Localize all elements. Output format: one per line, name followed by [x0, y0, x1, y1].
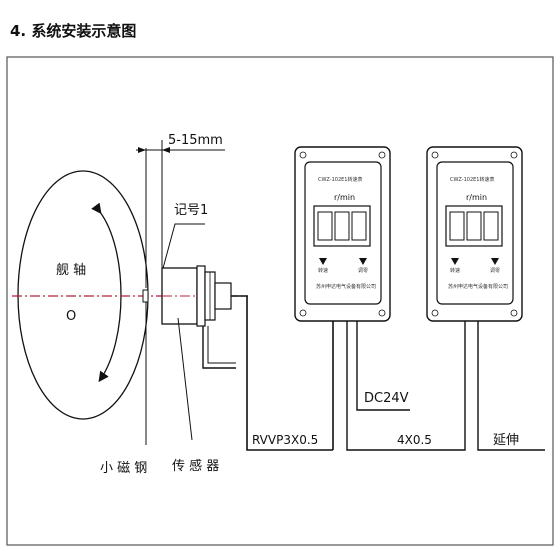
shaft-label: 舰 轴 — [56, 263, 86, 278]
link-cable-label: 4X0.5 — [397, 433, 432, 447]
diagram-title: 4. 系统安装示意图 — [10, 22, 136, 40]
meter-1-left-small: 转速 — [318, 267, 328, 274]
center-mark: O — [66, 309, 76, 324]
sensor-bracket — [202, 326, 236, 369]
sensor-cable — [231, 295, 333, 451]
magnet-label: 小 磁 钢 — [100, 461, 147, 476]
sensor-nut-1 — [196, 265, 206, 327]
sensor-leader — [177, 317, 193, 441]
meter-1-unit: r/min — [334, 193, 355, 202]
meter-1: CWZ-102E1转速表 r/min 转速 调零 苏州申达电气设备有限公司 — [294, 146, 391, 322]
rotation-arrow — [91, 202, 122, 383]
mark-label: 记号1 — [174, 203, 208, 218]
meter-2: CWZ-102E1转速表 r/min 转速 调零 苏州申达电气设备有限公司 — [426, 146, 523, 322]
mark-leader — [161, 223, 205, 273]
meter-2-right-small: 调零 — [490, 267, 500, 274]
shaft-circle — [17, 170, 149, 420]
sensor-tail — [214, 282, 232, 310]
gap-arrow-left — [138, 147, 146, 153]
cable-label: RVVP3X0.5 — [252, 433, 318, 447]
diagram-frame — [6, 56, 554, 546]
meter-2-unit: r/min — [466, 193, 487, 202]
extend-label: 延伸 — [493, 433, 519, 448]
meter-1-bottom-text: 苏州申达电气设备有限公司 — [316, 283, 376, 290]
power-label: DC24V — [364, 391, 409, 406]
meter-2-left-small: 转速 — [450, 267, 460, 274]
meter-1-right-small: 调零 — [358, 267, 368, 274]
meter-2-bottom-text: 苏州申达电气设备有限公司 — [448, 283, 508, 290]
meter-1-model: CWZ-102E1转速表 — [318, 176, 362, 183]
meter-2-model: CWZ-102E1转速表 — [450, 176, 494, 183]
gap-arrow-right — [162, 147, 170, 153]
sensor-bracket-inner — [207, 326, 236, 364]
extend-wire — [477, 321, 545, 451]
small-magnet — [142, 289, 149, 303]
gap-dimension-label: 5-15mm — [168, 133, 223, 148]
link-wire — [346, 321, 466, 451]
power-wire — [356, 321, 410, 411]
sensor-label: 传 感 器 — [172, 458, 219, 474]
